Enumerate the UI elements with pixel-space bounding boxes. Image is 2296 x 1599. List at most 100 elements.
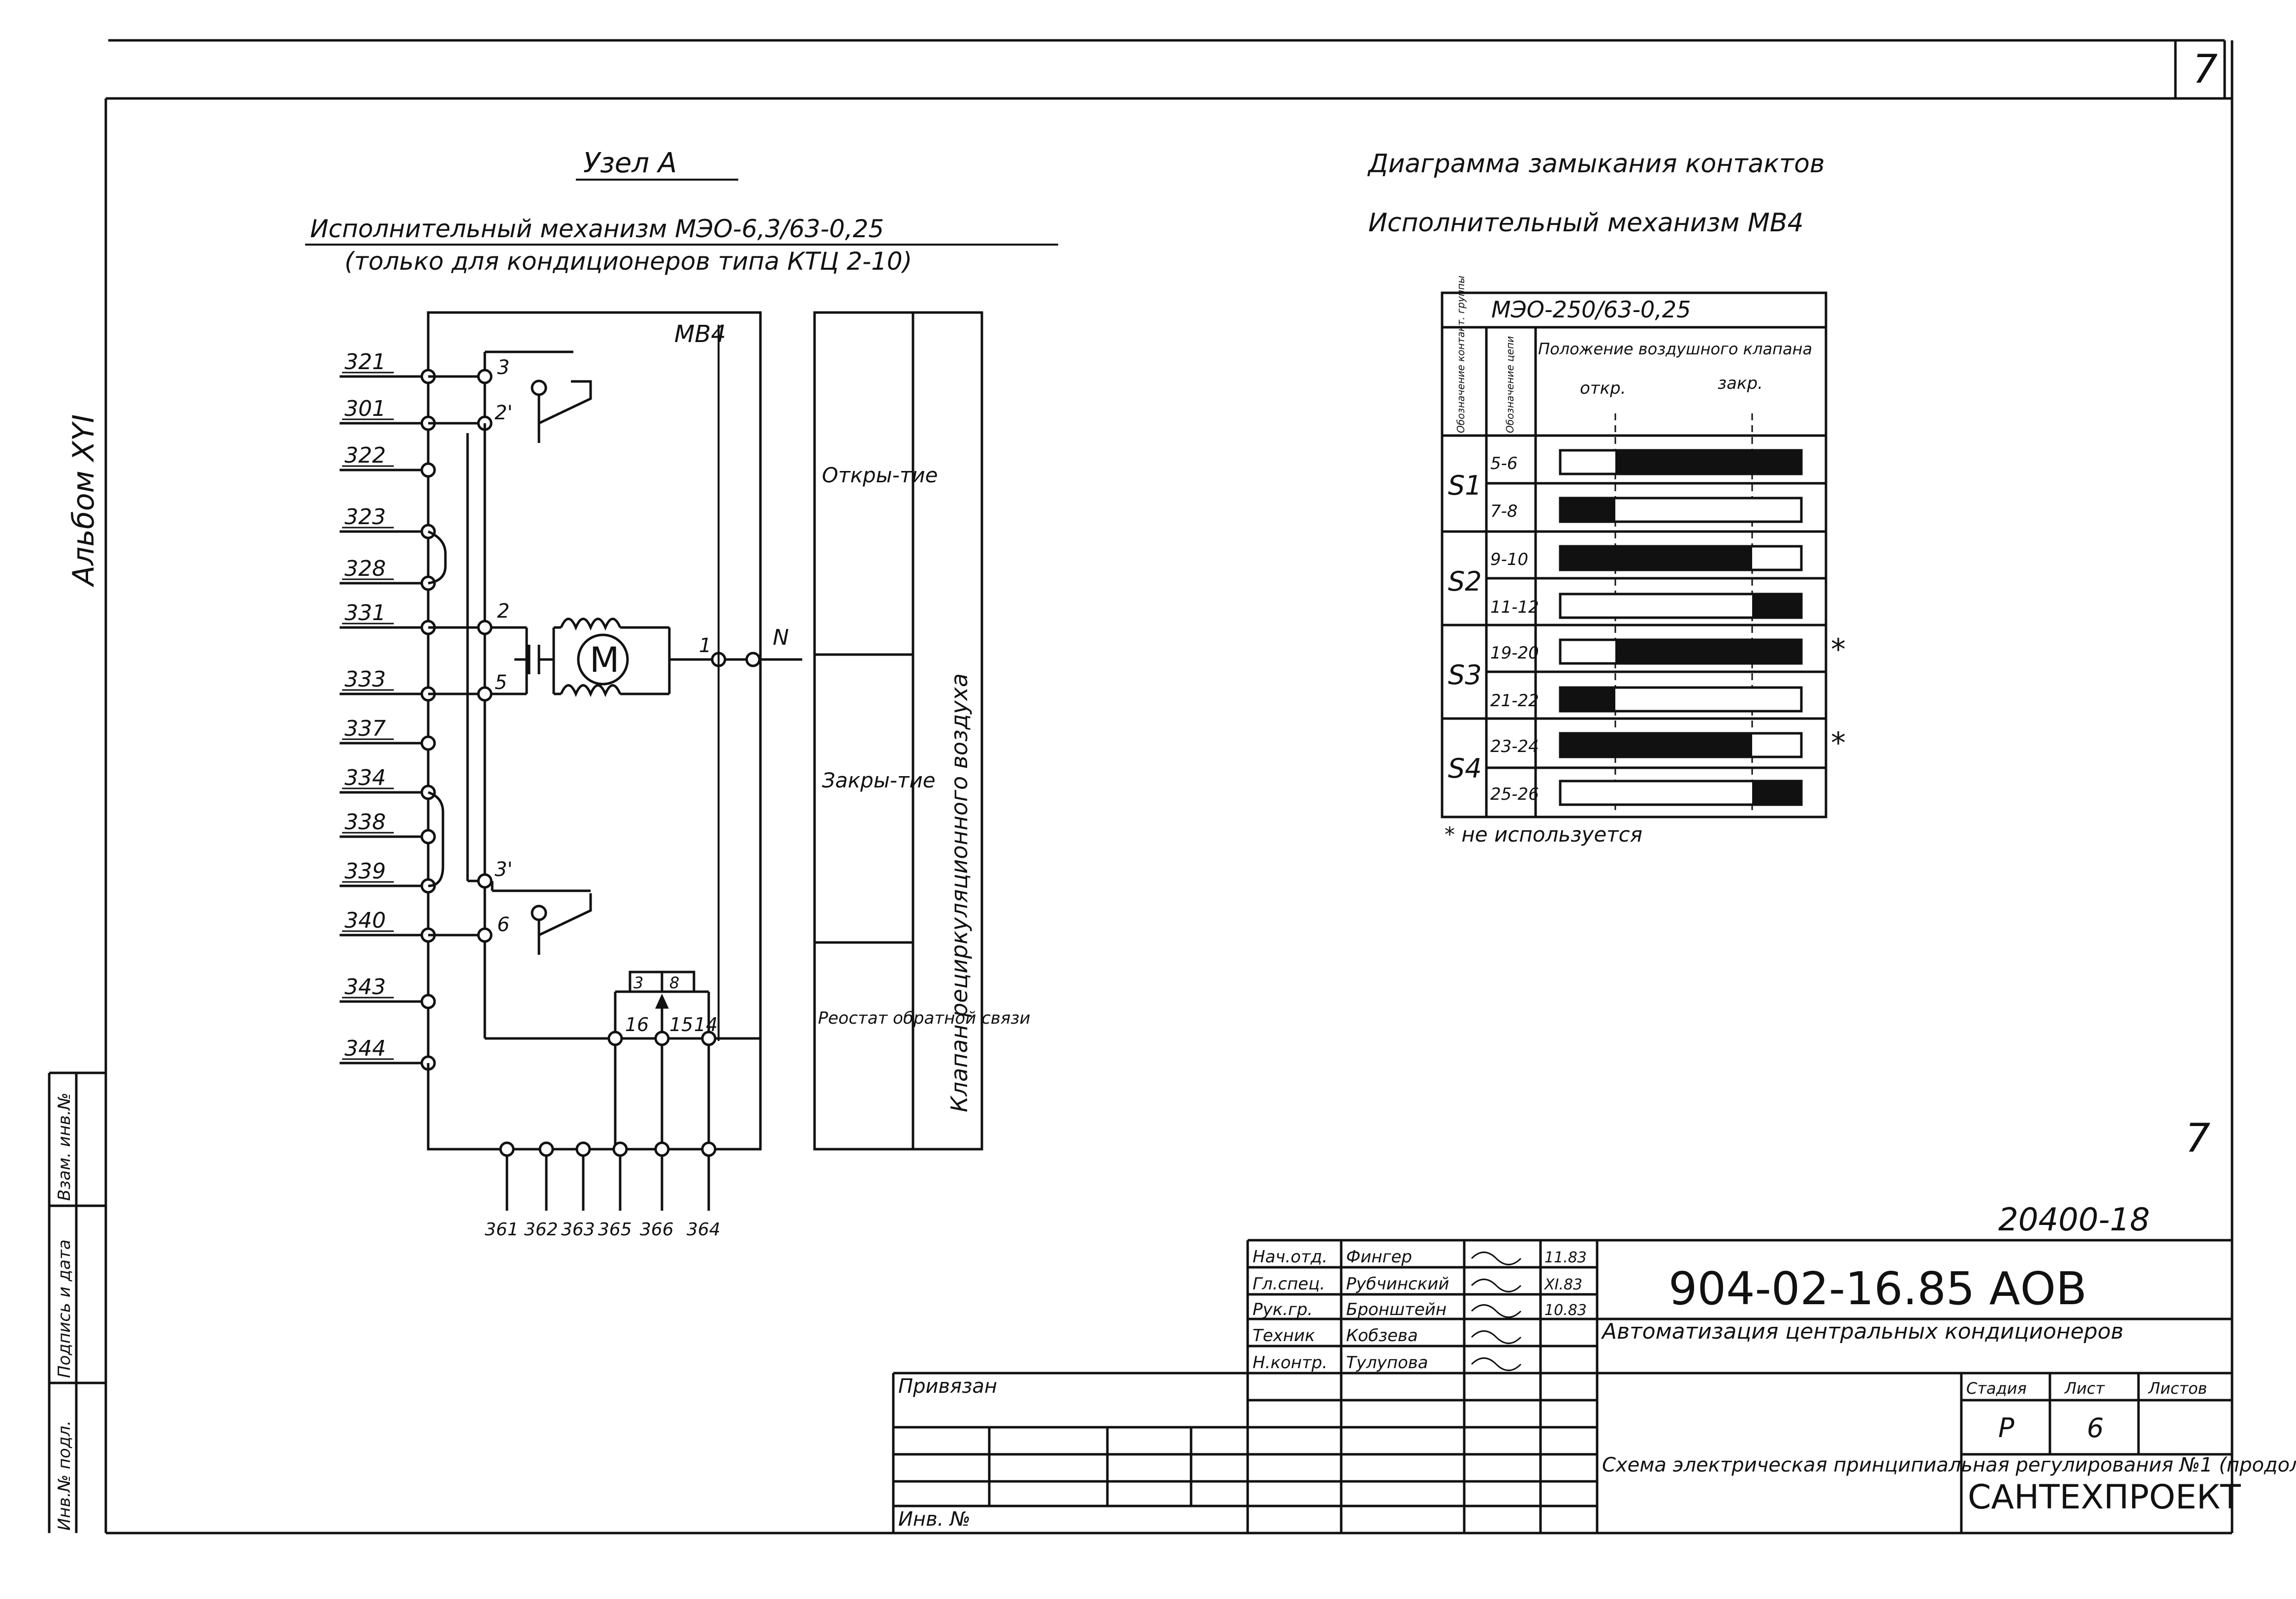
bottom-terminal-label: 364 — [687, 1220, 721, 1240]
terminal-strip: 3213013223233283313333373343383393403433… — [340, 349, 436, 1071]
bottom-terminal-label: 365 — [598, 1220, 632, 1240]
node-dot — [654, 1031, 670, 1046]
resistor-label-3: 3 — [633, 973, 643, 992]
resistor-label-8: 8 — [669, 973, 679, 992]
terminal-label: 333 — [345, 667, 386, 692]
bottom-terminal-dot — [701, 1141, 717, 1157]
bottom-terminal-dot — [612, 1141, 628, 1157]
terminal-label: 301 — [345, 396, 386, 421]
margin-label-replace: Взам. инв.№ — [55, 1093, 74, 1201]
org-name: САНТЕХПРОЕКТ — [1968, 1478, 2241, 1517]
drawing-code: 904-02-16.85 АОВ — [1668, 1262, 2087, 1315]
bottom-terminal-label: 361 — [485, 1220, 519, 1240]
contact-bar-closed — [1752, 781, 1801, 805]
node-dot — [477, 873, 493, 889]
contact-bar-closed — [1560, 498, 1615, 522]
page-number-top: 7 — [2193, 46, 2218, 92]
contact-label-2prime: 2' — [495, 402, 512, 424]
terminal-dot — [420, 994, 436, 1009]
circuit-label: 9-10 — [1490, 550, 1528, 569]
node-a-title: Узел А — [583, 147, 677, 179]
handwritten-signature — [1471, 1279, 1522, 1292]
signature-date: 10.83 — [1544, 1302, 1587, 1319]
margin-label-inv: Инв.№ подл. — [55, 1420, 74, 1531]
node-a-note: (только для кондиционеров типа КТЦ 2-10) — [345, 247, 912, 276]
bottom-terminal-label: 362 — [524, 1220, 558, 1240]
contact-bar-closed — [1615, 640, 1801, 663]
circuit-label: 21-22 — [1490, 691, 1539, 711]
contact-group-label: S4 — [1448, 753, 1482, 784]
terminal-label: 328 — [345, 556, 386, 581]
valve-label: Клапан рециркуляционного воздуха — [946, 673, 973, 1112]
attached-label: Привязан — [898, 1375, 997, 1398]
node-dot — [607, 1031, 623, 1046]
signature-name: Тулупова — [1346, 1353, 1428, 1373]
open-limit-switch — [428, 350, 592, 443]
sheet-title: Схема электрическая принципиальная регул… — [1602, 1454, 2296, 1476]
signature-role: Гл.спец. — [1253, 1274, 1325, 1294]
handwritten-signature — [1471, 1252, 1522, 1265]
node-dot — [745, 652, 761, 667]
terminal-label: 339 — [345, 859, 386, 884]
page-number-mid: 7 — [2185, 1115, 2210, 1161]
signature-name: Рубчинский — [1346, 1274, 1449, 1294]
signature-role: Рук.гр. — [1253, 1300, 1313, 1319]
motor-circuit — [428, 618, 802, 697]
bottom-terminal-dot — [499, 1141, 515, 1157]
contact-label-2: 2 — [497, 600, 509, 623]
node-dot — [477, 620, 493, 635]
sheet-value: 6 — [2087, 1412, 2104, 1443]
contact-bar-closed — [1560, 688, 1615, 711]
signature-name: Бронштейн — [1346, 1300, 1447, 1319]
contact-bar-closed — [1560, 733, 1752, 757]
terminal-label: 334 — [345, 765, 386, 790]
terminal-dot — [420, 735, 436, 751]
function-close: Закры-тие — [822, 768, 936, 792]
contact-group-label: S2 — [1448, 566, 1482, 597]
contact-rows: S15-67-8S29-1011-12S319-20*21-22S423-24*… — [1448, 449, 1846, 806]
handwritten-signature — [1471, 1304, 1522, 1318]
archive-number: 20400-18 — [1998, 1202, 2150, 1238]
node-dot — [477, 369, 493, 384]
circuit-label: 5-6 — [1490, 454, 1518, 473]
circuit-label: 25-26 — [1490, 784, 1539, 804]
terminal-label: 338 — [345, 810, 386, 835]
internal-wiring — [427, 423, 760, 1040]
contact-bar-closed — [1560, 546, 1752, 570]
contact-group-label: S1 — [1448, 470, 1482, 501]
diagram-footnote: * не используется — [1445, 822, 1642, 847]
contact-label-N: N — [773, 625, 789, 650]
mb4-label: МВ4 — [674, 320, 726, 348]
diagram-title: Диаграмма замыкания контактов — [1367, 149, 1825, 179]
signature-role: Техник — [1253, 1326, 1315, 1346]
bottom-terminal-label: 366 — [640, 1220, 674, 1240]
sheet-label: Лист — [2064, 1379, 2105, 1398]
contact-label-1: 1 — [699, 634, 711, 657]
feedback-rheostat — [614, 971, 710, 1149]
contact-label-5: 5 — [495, 671, 507, 694]
position-header: Положение воздушного клапана — [1538, 340, 1812, 358]
contact-bar-closed — [1752, 594, 1801, 618]
signature-date: XI.83 — [1543, 1276, 1582, 1293]
terminal-label: 337 — [345, 716, 386, 741]
signature-role: Нач.отд. — [1253, 1247, 1327, 1267]
node-a-mechanism: Исполнительный механизм МЭО-6,3/63-0,25 — [310, 215, 884, 243]
function-rheostat: Реостат обратной связи — [818, 1008, 1030, 1028]
title-block-grid — [892, 1239, 2232, 1533]
circuit-label: 11-12 — [1490, 597, 1539, 617]
node-dot — [477, 686, 493, 702]
terminal-label: 344 — [345, 1036, 386, 1061]
schematic: МВ4 321301322323328331333337334338339340… — [340, 311, 802, 1240]
handwritten-signature — [1471, 1330, 1522, 1344]
contact-group-label: S3 — [1448, 659, 1482, 690]
terminal-label: 340 — [345, 908, 386, 933]
contact-bar-closed — [1615, 450, 1801, 474]
contact-label-15: 15 — [669, 1014, 693, 1035]
terminal-dot — [420, 829, 436, 845]
contact-label-6: 6 — [497, 913, 509, 936]
closed-label: закр. — [1718, 374, 1763, 393]
margin-label-sign: Подпись и дата — [55, 1239, 74, 1378]
motor-label: М — [590, 640, 619, 680]
